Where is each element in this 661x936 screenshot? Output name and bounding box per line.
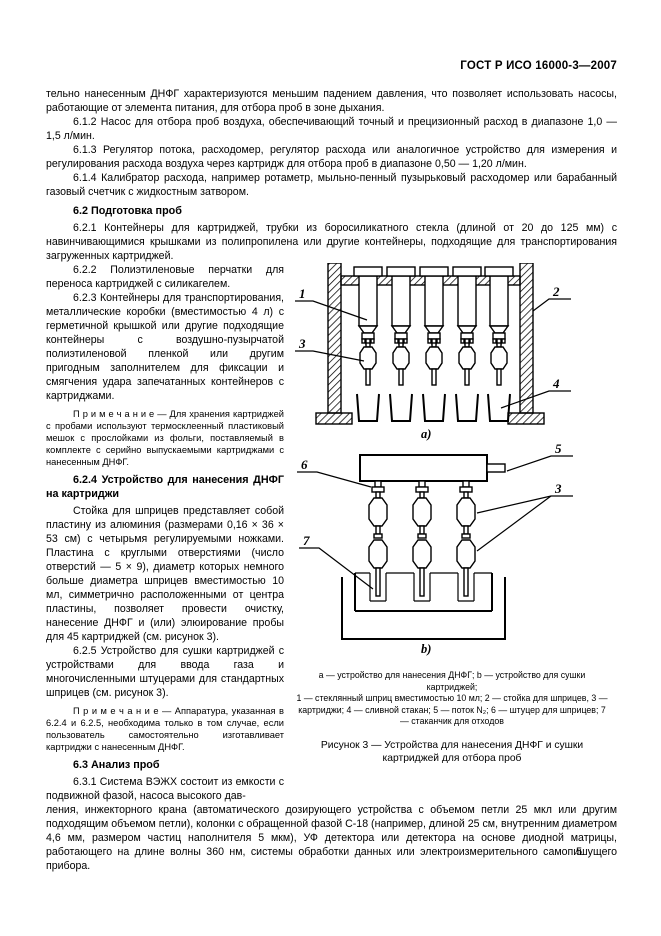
manifold-box: [359, 454, 488, 482]
callout-1-syringe: 1: [299, 286, 306, 301]
callout-4-beaker: 4: [552, 376, 560, 391]
callout-3-cartridges: 3: [554, 481, 562, 496]
drain-beaker: [455, 393, 479, 422]
callout-5-nitrogen-flow: 5: [555, 441, 562, 456]
figure-b-diagram: 5 6 3 7 b): [297, 441, 573, 656]
paragraph-continuation: тельно нанесенным ДНФГ характеризуются м…: [46, 88, 617, 114]
stand-right-post: [519, 263, 534, 414]
paragraph-6-2-4: Стойка для шприцев представляет собой пл…: [46, 505, 284, 643]
figure-a-label: а): [421, 427, 431, 441]
heading-6-2-4: 6.2.4 Устройство для нанесения ДНФГ на к…: [46, 474, 284, 500]
inner-plate: [354, 573, 493, 612]
cartridge-column: [368, 480, 388, 597]
drain-beaker: [356, 393, 380, 422]
drain-beaker: [389, 393, 413, 422]
figure-legend: a — устройство для нанесения ДНФГ; b — у…: [287, 670, 617, 728]
paragraph-6-2-1: 6.2.1 Контейнеры для картриджей, трубки …: [46, 222, 617, 262]
outer-waste-container: [341, 577, 506, 640]
waste-tray: [341, 572, 506, 640]
paragraph-6-2-3: 6.2.3 Контейнеры для транспортирования, …: [46, 292, 284, 402]
paragraph-6-3-1-start: 6.3.1 Система ВЭЖХ состоит из емкости с …: [46, 776, 284, 802]
cartridge-column: [412, 480, 432, 597]
paragraph-6-1-2: 6.1.2 Насос для отбора проб воздуха, обе…: [46, 116, 617, 142]
cartridge-columns: [368, 480, 476, 597]
figure-b-callouts: 5 6 3 7: [297, 441, 573, 590]
callout-7-waste-cup: 7: [303, 533, 310, 548]
drain-beaker: [422, 393, 446, 422]
heading-6-2: 6.2 Подготовка проб: [73, 205, 182, 217]
callout-2-stand: 2: [552, 284, 560, 299]
figure-3-block: 1 2 3 4 а): [287, 263, 617, 803]
cartridge-column: [456, 480, 476, 597]
left-text-column: 6.2.2 Полиэтиленовые перчатки для перено…: [46, 263, 284, 803]
paragraph-6-2-5: 6.2.5 Устройство для сушки картриджей с …: [46, 645, 284, 699]
figure-a-callouts: 1 2 3 4: [295, 284, 571, 409]
note-storage: П р и м е ч а н и е — Для хранения картр…: [46, 409, 284, 467]
figure-b-label: b): [421, 642, 431, 656]
gas-manifold: [359, 454, 506, 482]
paragraph-6-2-2: 6.2.2 Полиэтиленовые перчатки для перено…: [46, 264, 284, 290]
figure-legend-numbers: 1 — стеклянный шприц вместимостью 10 мл;…: [296, 693, 608, 726]
page-content: ГОСТ Р ИСО 16000-3—2007 тельно нанесенны…: [46, 60, 617, 873]
doc-code-header: ГОСТ Р ИСО 16000-3—2007: [460, 60, 617, 72]
callout-3-cartridge: 3: [298, 336, 306, 351]
note-apparatus: П р и м е ч а н и е — Аппаратура, указан…: [46, 706, 284, 752]
gas-inlet-stub: [486, 463, 506, 473]
stand-left-foot: [315, 412, 353, 425]
paragraph-6-1-3: 6.1.3 Регулятор потока, расходомер, регу…: [46, 144, 617, 170]
drain-beaker: [487, 393, 511, 422]
drain-beakers-row: [356, 393, 511, 422]
two-column-section: 6.2.2 Полиэтиленовые перчатки для перено…: [46, 263, 617, 803]
figure-caption: Рисунок 3 — Устройства для нанесения ДНФ…: [320, 739, 584, 764]
figure-legend-letters: a — устройство для нанесения ДНФГ; b — у…: [318, 670, 586, 692]
figure-a-diagram: 1 2 3 4 а): [295, 263, 571, 441]
heading-6-3: 6.3 Анализ проб: [73, 759, 160, 771]
stand-right-foot: [507, 412, 545, 425]
paragraph-6-3-1-continuation: ления, инжекторного крана (автоматическо…: [46, 804, 617, 872]
page-number: 5: [576, 846, 583, 858]
callout-6-fitting: 6: [301, 457, 308, 472]
stand-left-post: [327, 263, 342, 414]
paragraph-6-1-4: 6.1.4 Калибратор расхода, например ротам…: [46, 172, 617, 198]
